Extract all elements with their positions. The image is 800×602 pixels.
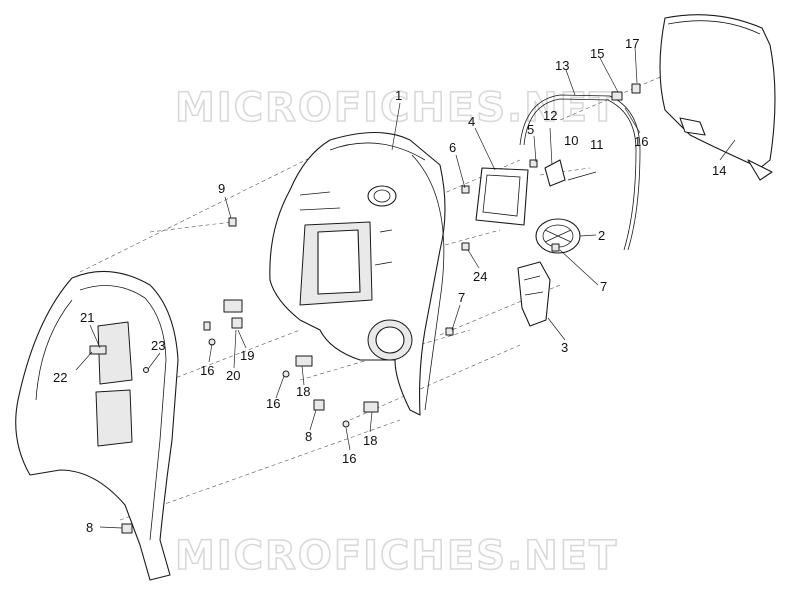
callout-22: 22 xyxy=(53,370,67,385)
callout-3: 3 xyxy=(561,340,568,355)
callout-14: 14 xyxy=(712,163,726,178)
callout-1: 1 xyxy=(395,88,402,103)
part-small-cover xyxy=(475,167,529,226)
callout-20: 20 xyxy=(226,368,240,383)
callout-19: 19 xyxy=(240,348,254,363)
callout-labels: 1 2 3 4 5 6 7 7 8 8 9 10 11 12 13 14 15 … xyxy=(53,36,726,535)
callout-2: 2 xyxy=(598,228,605,243)
callout-18-lower: 18 xyxy=(363,433,377,448)
callout-6: 6 xyxy=(449,140,456,155)
watermark-bottom: MICROFICHES.NET xyxy=(175,533,618,579)
callout-16-bottom: 16 xyxy=(342,451,356,466)
part-latch xyxy=(517,261,551,327)
callout-10: 10 xyxy=(564,133,578,148)
callout-15: 15 xyxy=(590,46,604,61)
callout-4: 4 xyxy=(468,114,475,129)
callout-23: 23 xyxy=(151,338,165,353)
callout-16-mid: 16 xyxy=(266,396,280,411)
watermark-top: MICROFICHES.NET xyxy=(175,85,618,131)
part-front-frame xyxy=(15,270,179,581)
part-rear-shield xyxy=(269,131,446,416)
callout-11: 11 xyxy=(590,137,604,152)
callout-7-center: 7 xyxy=(458,290,465,305)
part-round-cap xyxy=(535,218,581,254)
part-seal-strip xyxy=(519,94,641,251)
callout-17: 17 xyxy=(625,36,639,51)
callout-16-left: 16 xyxy=(200,363,214,378)
callout-21: 21 xyxy=(80,310,94,325)
callout-16-top: 16 xyxy=(634,134,648,149)
callout-18-upper: 18 xyxy=(296,384,310,399)
callout-8-center: 8 xyxy=(305,429,312,444)
part-hinge-hardware xyxy=(461,83,641,194)
leader-lines xyxy=(75,46,736,529)
callout-5: 5 xyxy=(527,122,534,137)
callout-12: 12 xyxy=(543,108,557,123)
callout-7-right: 7 xyxy=(600,279,607,294)
callout-8-left: 8 xyxy=(86,520,93,535)
callout-24: 24 xyxy=(473,269,487,284)
callout-13: 13 xyxy=(555,58,569,73)
callout-9: 9 xyxy=(218,181,225,196)
part-glovebox-cover xyxy=(659,14,776,181)
part-clips-screws xyxy=(89,217,560,534)
